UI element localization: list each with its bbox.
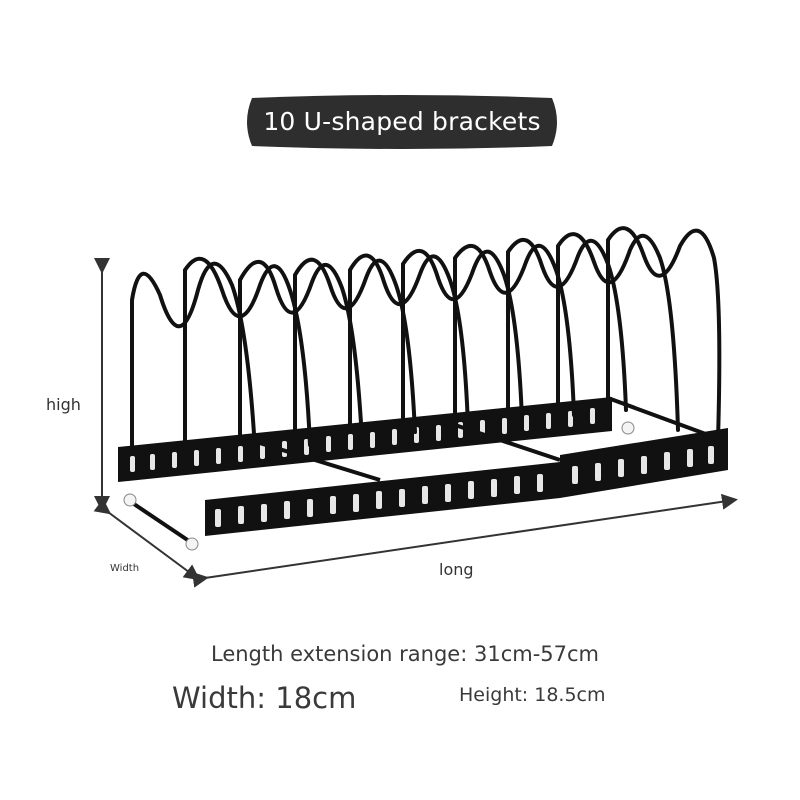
banner-shape xyxy=(247,95,557,149)
title-banner: 10 U-shaped brackets xyxy=(244,94,560,150)
height-dimension-label: high xyxy=(46,395,81,414)
banner-title: 10 U-shaped brackets xyxy=(263,107,541,136)
back-rail-slots xyxy=(130,408,595,472)
front-rail-slots xyxy=(215,446,714,527)
length-spec-text: Length extension range: 31cm-57cm xyxy=(211,642,599,666)
end-caps xyxy=(123,421,635,551)
length-dimension-label: long xyxy=(439,560,474,579)
dimension-arrows xyxy=(93,258,738,588)
wavy-brackets xyxy=(130,226,722,452)
back-rail xyxy=(118,397,612,482)
width-dimension-label: Width xyxy=(110,563,140,574)
height-spec-text: Height: 18.5cm xyxy=(459,684,606,706)
width-spec-text: Width: 18cm xyxy=(172,681,357,715)
front-rail xyxy=(205,428,728,536)
